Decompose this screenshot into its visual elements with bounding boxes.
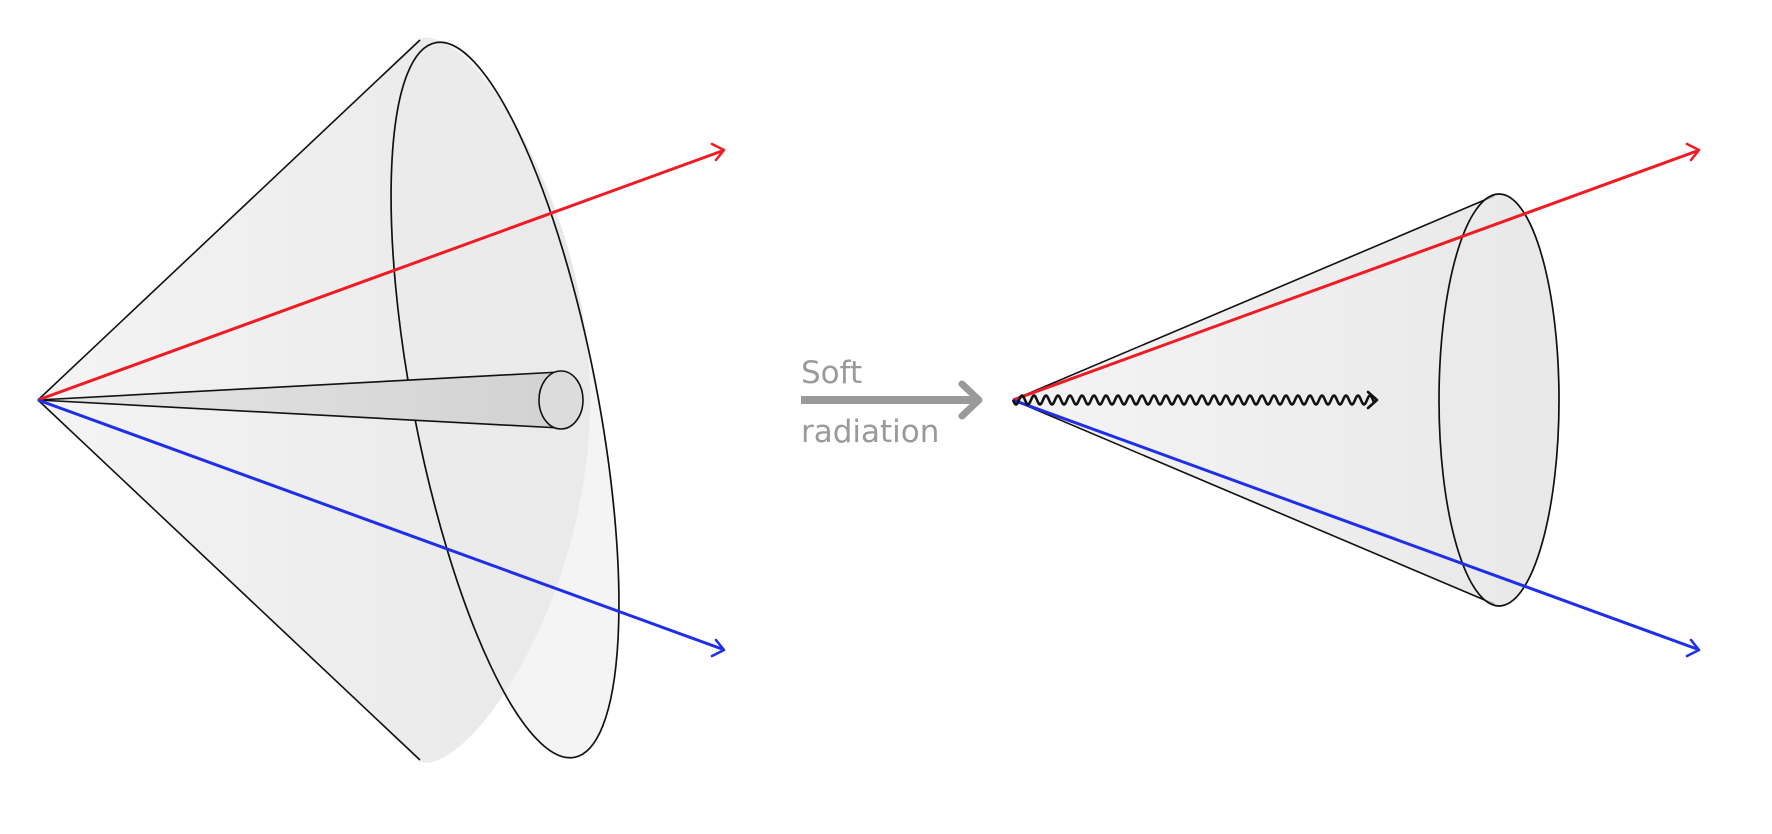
gluon-arrowhead-icon — [1366, 390, 1379, 410]
blue-arrowhead-icon — [1685, 638, 1701, 658]
red-ray-left — [37, 142, 726, 402]
transition: Soft radiation — [801, 355, 983, 450]
blue-ray-left — [37, 398, 726, 658]
transition-label-soft: Soft — [801, 355, 862, 391]
red-ray-right — [1012, 142, 1701, 402]
inner-cone-upper-edge — [37, 371, 561, 401]
narrow-cone-upper-edge — [1012, 195, 1495, 401]
red-arrowhead-icon — [1685, 142, 1701, 162]
right-arrowhead-icon — [958, 380, 983, 420]
red-arrowhead-icon — [710, 142, 726, 162]
inner-cone-body — [38, 372, 560, 428]
narrow-cone-lower-edge — [1012, 399, 1495, 605]
blue-ray-right — [1012, 398, 1701, 658]
right-panel — [1011, 142, 1701, 658]
transition-label-radiation: radiation — [801, 414, 939, 450]
gluon-wave — [1011, 394, 1376, 406]
inner-cone-lower-edge — [37, 399, 561, 429]
inner-cone-base-ellipse — [538, 370, 584, 430]
wide-cone-upper-edge — [37, 39, 421, 401]
narrow-cone — [1012, 193, 1560, 607]
narrow-cone-body — [1013, 194, 1560, 606]
left-panel — [37, 37, 726, 763]
soft-gluon-wavy-line — [1011, 390, 1379, 410]
wide-cone-lower-edge — [37, 399, 421, 761]
narrow-inner-cone — [37, 370, 584, 430]
narrow-cone-base-ellipse — [1438, 193, 1560, 607]
blue-arrowhead-icon — [710, 638, 726, 658]
